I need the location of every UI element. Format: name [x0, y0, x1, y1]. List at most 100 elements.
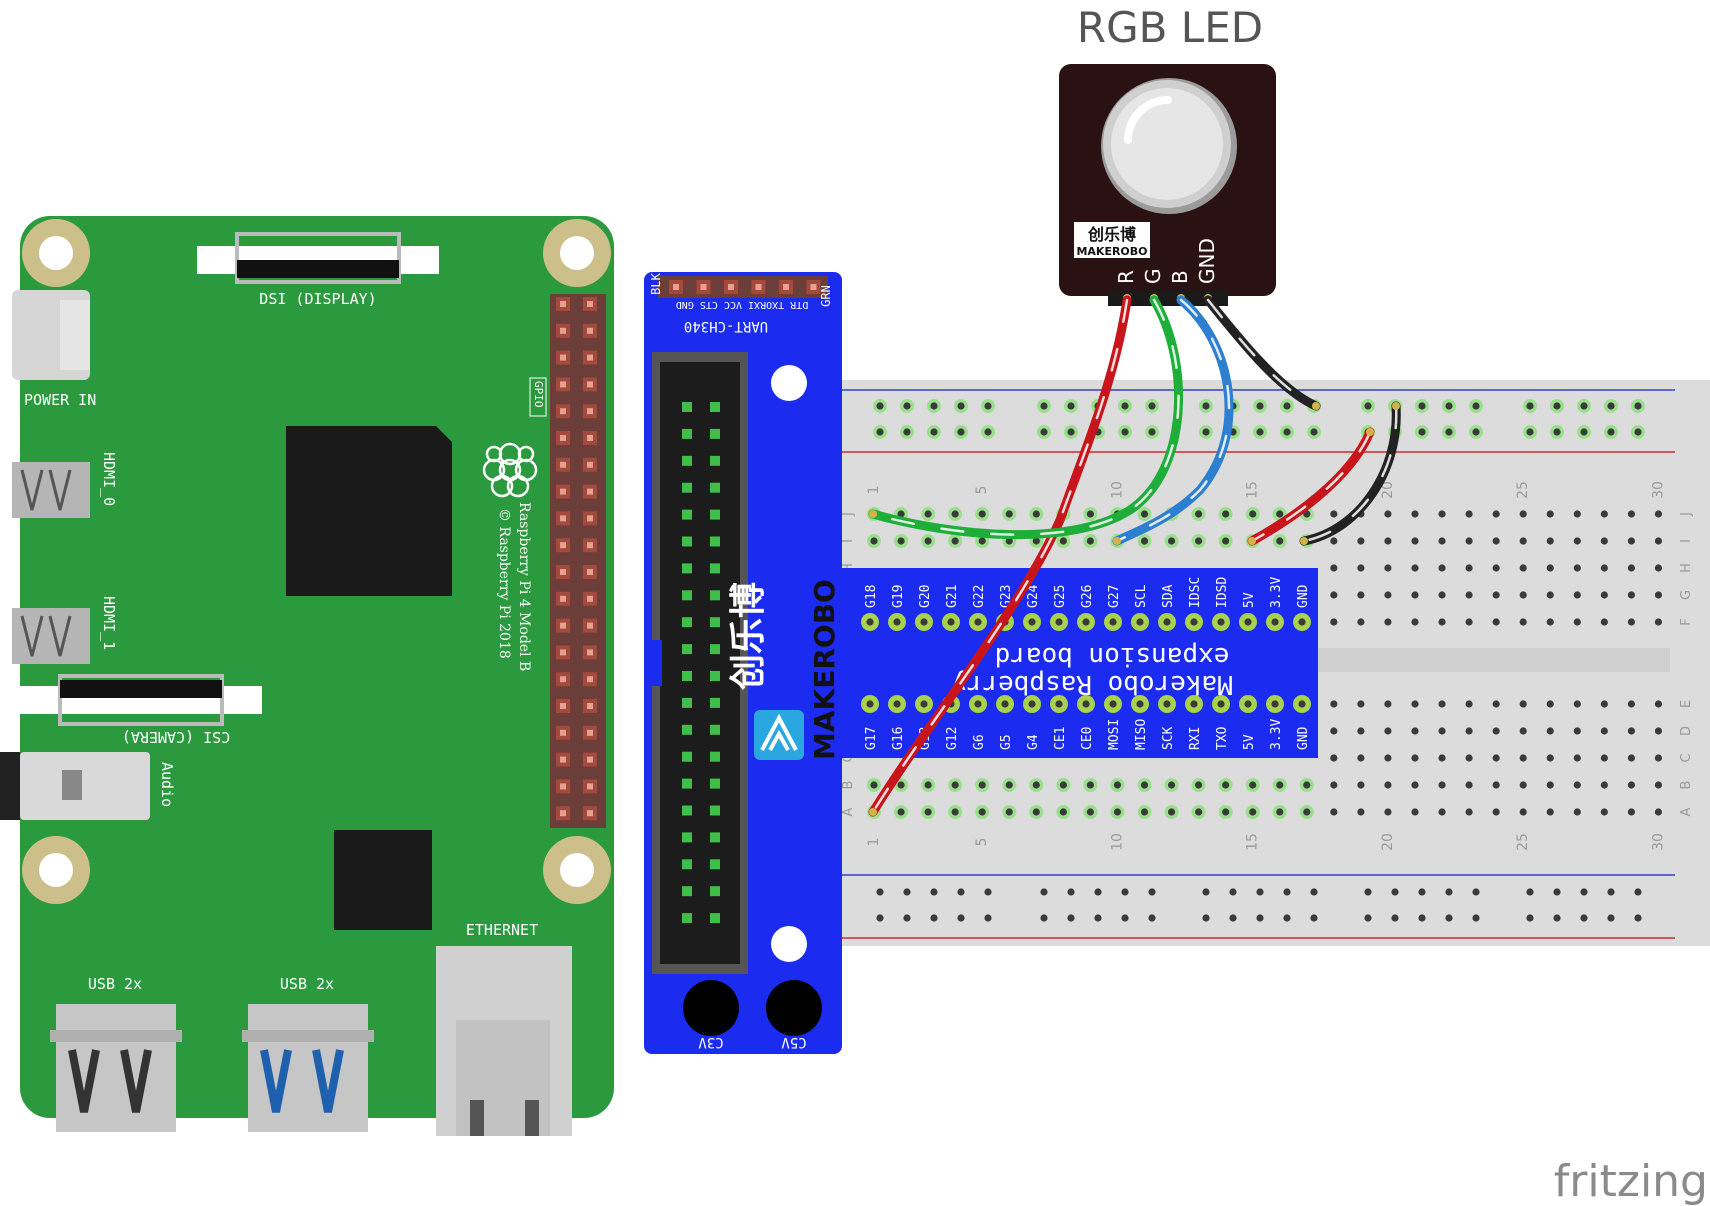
breadboard-hole — [1573, 510, 1581, 518]
rail-hole — [957, 888, 965, 896]
wire-red — [868, 295, 1132, 817]
breadboard-hole — [1438, 727, 1446, 735]
breadboard-hole — [1546, 781, 1554, 789]
breadboard-hole — [1110, 778, 1125, 792]
rail-hole — [984, 914, 992, 922]
adapter-pin — [710, 482, 720, 493]
breadboard-hole — [1492, 618, 1500, 626]
breadboard-hole — [1438, 781, 1446, 789]
breadboard-hole — [1627, 564, 1635, 572]
breadboard-hole — [1600, 754, 1608, 762]
gpio-label: GPIO — [532, 381, 545, 408]
rail-hole — [954, 399, 968, 413]
expansion-pin-top-hole — [866, 618, 874, 626]
adapter-pin — [682, 563, 692, 574]
rail-hole — [1064, 399, 1078, 413]
breadboard-hole — [1438, 591, 1446, 599]
gpio-pin — [583, 377, 597, 392]
breadboard-hole — [1573, 727, 1581, 735]
gpio-pin — [556, 779, 570, 794]
breadboard-hole — [1357, 781, 1365, 789]
ethernet-label: ETHERNET — [466, 921, 538, 939]
breadboard-hole — [1330, 510, 1338, 518]
rail-hole — [1118, 425, 1132, 439]
fritzing-watermark: fritzing — [1554, 1156, 1708, 1206]
breadboard-hole — [1600, 510, 1608, 518]
rail-hole — [1229, 888, 1237, 896]
expansion-top-pin-label: IDSD — [1215, 577, 1230, 608]
col-number-bottom: 1 — [866, 838, 882, 847]
row-letter-left: J — [841, 512, 856, 517]
rail-hole — [903, 914, 911, 922]
rail-hole — [1469, 399, 1483, 413]
wire-end — [869, 808, 877, 816]
breadboard-hole — [1519, 537, 1527, 545]
expansion-pin-top-hole — [1217, 618, 1225, 626]
col-number-bottom: 20 — [1380, 833, 1396, 851]
breadboard-hole — [1492, 727, 1500, 735]
gpio-pin — [583, 350, 597, 365]
expansion-pin-top-hole — [1190, 618, 1198, 626]
expansion-pin-top-hole — [1298, 618, 1306, 626]
gpio-pin — [583, 565, 597, 579]
expansion-bottom-pin-label: SCK — [1161, 726, 1176, 750]
adapter-pin — [682, 617, 692, 628]
breadboard-hole — [975, 805, 990, 819]
rail-hole — [1256, 914, 1264, 922]
breadboard-hole — [1029, 778, 1044, 792]
breadboard-hole — [1330, 700, 1338, 708]
rail-hole — [873, 399, 887, 413]
rail-hole — [981, 425, 995, 439]
rgb-brand-en: MAKEROBO — [1076, 245, 1147, 258]
breadboard-hole — [1357, 754, 1365, 762]
expansion-top-pin-label: GND — [1296, 584, 1311, 608]
expansion-pin-bottom-hole — [866, 700, 874, 708]
breadboard-hole — [1002, 778, 1017, 792]
rail-hole — [1094, 888, 1102, 896]
breadboard-hole — [1384, 781, 1392, 789]
rail-hole — [1283, 914, 1291, 922]
expansion-pin-top-hole — [920, 618, 928, 626]
col-number-bottom: 5 — [974, 838, 990, 847]
makerobo-logo-icon — [754, 710, 804, 760]
breadboard-hole — [1191, 778, 1206, 792]
breadboard-hole — [1137, 507, 1152, 521]
rail-hole — [1553, 914, 1561, 922]
gpio-pin — [556, 699, 570, 713]
rail-hole — [1442, 399, 1456, 413]
expansion-bottom-pin-label: GND — [1296, 726, 1311, 750]
expansion-bottom-pin-label: 3.3V — [1269, 719, 1284, 750]
breadboard-hole — [1573, 754, 1581, 762]
rail-hole — [1415, 399, 1429, 413]
adapter-pin — [682, 859, 692, 870]
rail-hole — [1442, 425, 1456, 439]
rail-hole — [1604, 425, 1618, 439]
breadboard-hole — [1002, 805, 1017, 819]
breadboard-hole — [1083, 507, 1098, 521]
breadboard-hole — [1465, 618, 1473, 626]
gpio-adapter-board: UART-CH340 BLK GRN DTR TXORXI VCC CTS GN… — [644, 272, 842, 1054]
rail-hole — [1391, 888, 1399, 896]
breadboard-hole — [1245, 778, 1260, 792]
rail-hole — [1307, 425, 1321, 439]
adapter-pin — [710, 697, 720, 708]
expansion-title-line1: Makerobo Raspberry — [951, 669, 1233, 699]
gpio-pin — [556, 672, 570, 687]
rail-hole — [1526, 914, 1534, 922]
breadboard-hole — [1600, 700, 1608, 708]
rail-hole — [900, 399, 914, 413]
adapter-pin — [682, 724, 692, 735]
breadboard-hole — [1191, 507, 1206, 521]
pad-3v3-label: C3V — [698, 1034, 724, 1050]
breadboard-hole — [1519, 754, 1527, 762]
uart-pin — [806, 280, 821, 294]
gpio-pin — [583, 645, 597, 660]
expansion-pin-bottom-hole — [893, 700, 901, 708]
raspberry-pi-board: DSI (DISPLAY) POWER IN HDMI_0 HDMI_1 CSI… — [0, 216, 614, 1136]
rail-hole — [930, 914, 938, 922]
breadboard-hole — [1465, 537, 1473, 545]
adapter-pin — [682, 832, 692, 843]
breadboard-hole — [975, 778, 990, 792]
rail-hole — [1604, 399, 1618, 413]
gpio-pin — [583, 323, 597, 338]
